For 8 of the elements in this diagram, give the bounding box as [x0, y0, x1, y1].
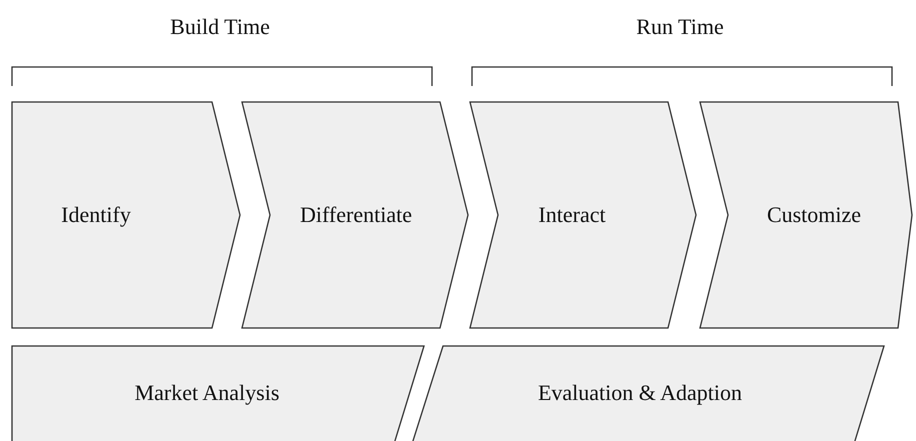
step-label: Identify	[61, 202, 131, 228]
step-label: Market Analysis	[134, 380, 280, 406]
step-label: Interact	[538, 202, 606, 228]
step-label: Customize	[766, 202, 862, 228]
step-label: Evaluation & Adaption	[538, 380, 742, 406]
phase-label: Build Time	[170, 14, 270, 40]
step-label: Differentiate	[300, 202, 412, 228]
phase-label: Run Time	[636, 14, 724, 40]
